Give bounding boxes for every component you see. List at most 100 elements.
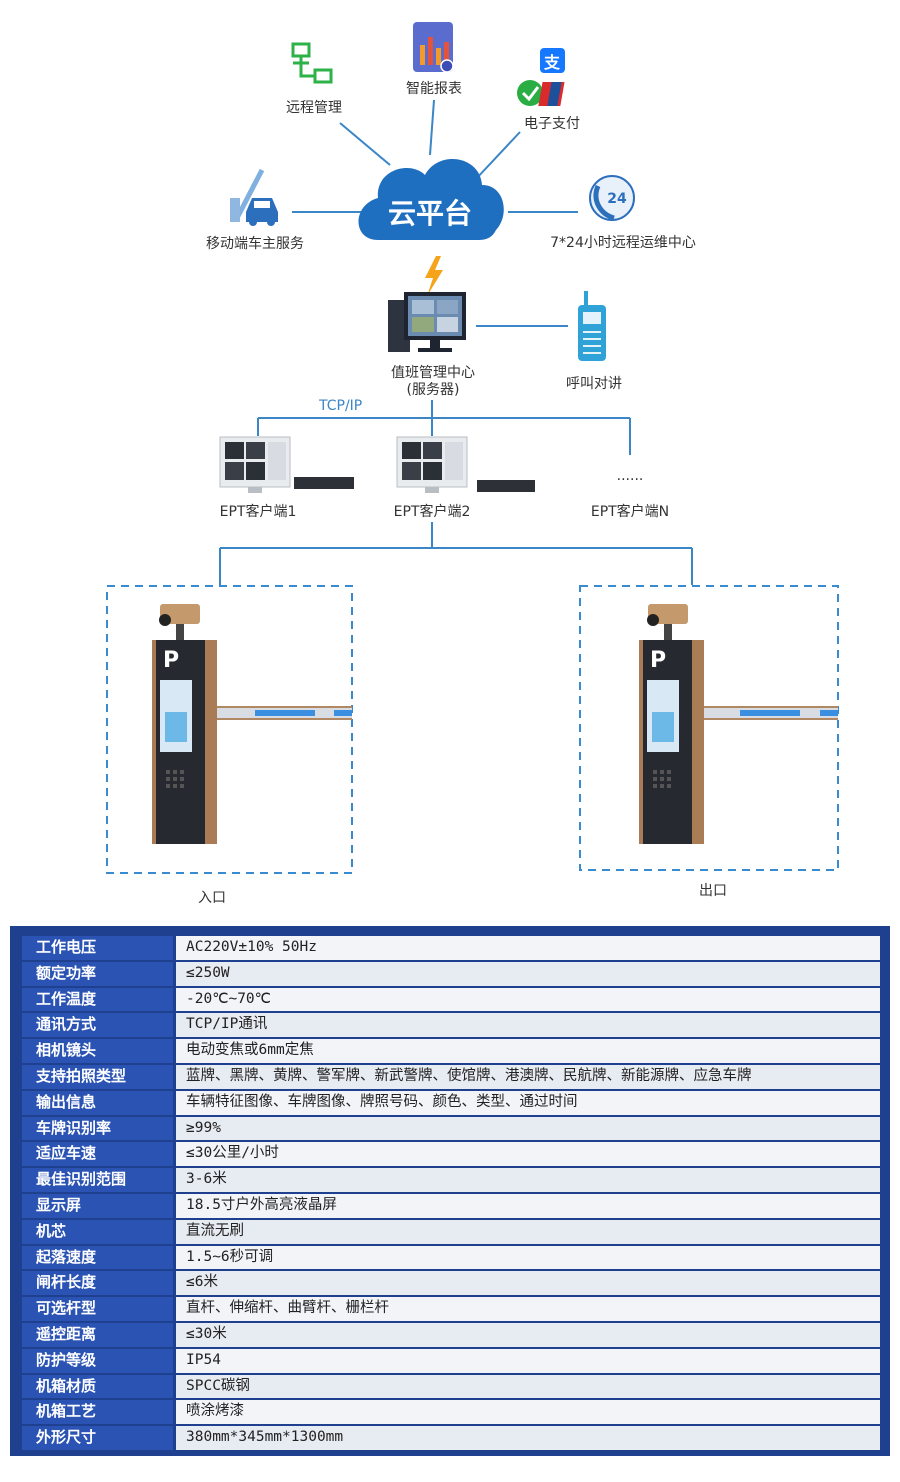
client-2-station <box>396 436 535 493</box>
spec-key: 防护等级 <box>22 1348 173 1373</box>
diagram-canvas: 支 24 <box>106 22 839 874</box>
exit-label: 出口 <box>699 883 727 899</box>
spec-row: 遥控距离≤30米 <box>22 1322 880 1347</box>
smart-report-label: 智能报表 <box>406 81 462 97</box>
spec-key: 工作电压 <box>22 936 173 960</box>
svg-text:P: P <box>163 648 179 673</box>
spec-key: 额定功率 <box>22 961 173 986</box>
walkie-talkie-icon <box>578 291 606 361</box>
lightning-icon <box>425 256 443 296</box>
protocol-label: TCP/IP <box>319 398 363 414</box>
spec-value: -20℃~70℃ <box>173 987 880 1012</box>
spec-row: 闸杆长度≤6米 <box>22 1271 880 1296</box>
spec-value: ≤250W <box>173 961 880 986</box>
spec-row: 输出信息车辆特征图像、车牌图像、牌照号码、颜色、类型、通过时间 <box>22 1090 880 1115</box>
spec-key: 闸杆长度 <box>22 1271 173 1296</box>
remote-management-label: 远程管理 <box>286 100 342 116</box>
spec-row: 机芯直流无刷 <box>22 1219 880 1244</box>
entrance-barrier-gate: P <box>152 604 352 844</box>
spec-row: 工作温度-20℃~70℃ <box>22 987 880 1012</box>
system-architecture-diagram: 支 24 <box>106 22 839 906</box>
svg-text:支: 支 <box>543 53 561 72</box>
spec-key: 显示屏 <box>22 1193 173 1218</box>
duty-center-sublabel: (服务器) <box>406 382 460 398</box>
entrance-label: 入口 <box>198 890 226 906</box>
payment-icons: 支 <box>517 48 565 106</box>
spec-value: SPCC碳钢 <box>173 1374 880 1399</box>
spec-key: 支持拍照类型 <box>22 1064 173 1089</box>
spec-key: 适应车速 <box>22 1142 173 1167</box>
spec-value: 直流无刷 <box>173 1219 880 1244</box>
spec-value: 1.5~6秒可调 <box>173 1245 880 1270</box>
remote-management-icon <box>291 42 333 84</box>
spec-row: 相机镜头电动变焦或6mm定焦 <box>22 1039 880 1063</box>
exit-lane-box <box>579 585 839 871</box>
spec-value: TCP/IP通讯 <box>173 1013 880 1038</box>
spec-row: 适应车速≤30公里/小时 <box>22 1142 880 1167</box>
spec-value: ≥99% <box>173 1116 880 1141</box>
intercom-label: 呼叫对讲 <box>566 376 622 392</box>
spec-key: 通讯方式 <box>22 1013 173 1038</box>
entrance-lane-box <box>106 585 353 874</box>
spec-key: 工作温度 <box>22 987 173 1012</box>
spec-row: 可选杆型直杆、伸缩杆、曲臂杆、栅栏杆 <box>22 1297 880 1321</box>
cloud-platform <box>358 158 504 240</box>
client-n-label: EPT客户端N <box>590 504 670 520</box>
spec-key: 可选杆型 <box>22 1297 173 1321</box>
spec-key: 相机镜头 <box>22 1039 173 1063</box>
svg-text:P: P <box>650 648 666 673</box>
spec-value: 18.5寸户外高亮液晶屏 <box>173 1193 880 1218</box>
spec-key: 起落速度 <box>22 1245 173 1270</box>
spec-value: 车辆特征图像、车牌图像、牌照号码、颜色、类型、通过时间 <box>173 1090 880 1115</box>
client-2-label: EPT客户端2 <box>393 504 471 520</box>
ops-center-label: 7*24小时远程运维中心 <box>550 235 696 251</box>
spec-key: 最佳识别范围 <box>22 1168 173 1192</box>
spec-value: ≤30米 <box>173 1322 880 1347</box>
spec-value: AC220V±10% 50Hz <box>173 936 880 960</box>
spec-key: 机箱材质 <box>22 1374 173 1399</box>
spec-value: 蓝牌、黑牌、黄牌、警军牌、新武警牌、使馆牌、港澳牌、民航牌、新能源牌、应急车牌 <box>173 1064 880 1089</box>
cloud-platform-label: 云平台 <box>387 197 473 230</box>
server-computer-icon <box>388 292 466 352</box>
spec-row: 车牌识别率≥99% <box>22 1116 880 1141</box>
spec-value: 直杆、伸缩杆、曲臂杆、栅栏杆 <box>173 1297 880 1321</box>
spec-row: 额定功率≤250W <box>22 961 880 986</box>
spec-key: 机箱工艺 <box>22 1400 173 1425</box>
spec-key: 机芯 <box>22 1219 173 1244</box>
spec-row: 支持拍照类型蓝牌、黑牌、黄牌、警军牌、新武警牌、使馆牌、港澳牌、民航牌、新能源牌… <box>22 1064 880 1089</box>
exit-barrier-gate: P <box>639 604 838 844</box>
spec-value: IP54 <box>173 1348 880 1373</box>
client-1-label: EPT客户端1 <box>219 504 297 520</box>
report-icon <box>413 22 454 73</box>
spec-value: 喷涂烤漆 <box>173 1400 880 1425</box>
client-1-station <box>219 436 354 493</box>
e-payment-label: 电子支付 <box>524 116 580 132</box>
spec-value: 电动变焦或6mm定焦 <box>173 1039 880 1063</box>
mobile-service-label: 移动端车主服务 <box>206 236 304 252</box>
client-ellipsis: ...... <box>616 468 644 484</box>
spec-key: 车牌识别率 <box>22 1116 173 1141</box>
service-24h-icon: 24 <box>589 175 635 221</box>
spec-value: 3-6米 <box>173 1168 880 1192</box>
duty-center-label: 值班管理中心 <box>391 365 475 381</box>
spec-key: 输出信息 <box>22 1090 173 1115</box>
svg-text:24: 24 <box>607 191 627 207</box>
car-barrier-icon <box>230 168 278 226</box>
spec-row: 机箱工艺喷涂烤漆 <box>22 1400 880 1425</box>
spec-key: 遥控距离 <box>22 1322 173 1347</box>
spec-value: ≤6米 <box>173 1271 880 1296</box>
connector-lines <box>219 99 693 585</box>
spec-value: 380mm*345mm*1300mm <box>173 1426 880 1450</box>
spec-value: ≤30公里/小时 <box>173 1142 880 1167</box>
